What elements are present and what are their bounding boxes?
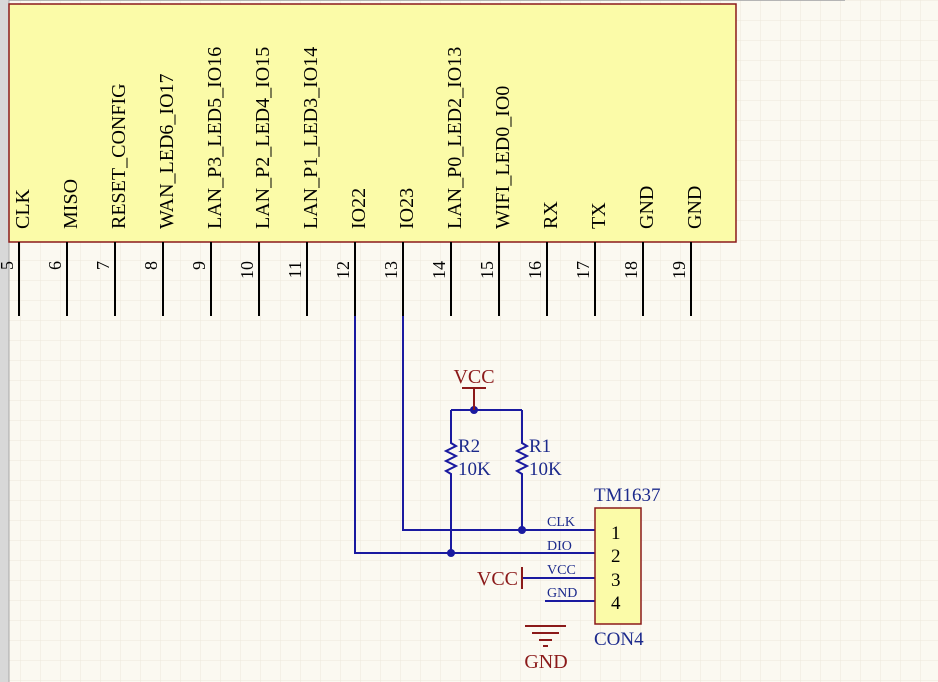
ic-pin-8-number: 8 xyxy=(141,261,161,270)
connector-pin-3-net: VCC xyxy=(547,563,576,578)
ic-pin-16-name: RX xyxy=(540,201,562,229)
wire-io22-dio[interactable] xyxy=(354,316,595,554)
ic-pin-17-number: 17 xyxy=(573,261,593,279)
ic-pin-14-number: 14 xyxy=(429,261,449,279)
gnd-label: GND xyxy=(524,651,567,673)
connector-pin-2-net: DIO xyxy=(547,539,572,554)
r1-designator: R1 xyxy=(529,436,551,457)
ic-pin-15-number: 15 xyxy=(477,261,497,279)
ic-pin-7-name: RESET_CONFIG xyxy=(108,83,130,229)
ic-pin-12-name: IO22 xyxy=(348,188,370,229)
ic-pin-13-name: IO23 xyxy=(396,188,418,229)
wires xyxy=(354,316,595,602)
resistor-r2[interactable]: R2 10K xyxy=(443,436,491,480)
ic-pin-9-number: 9 xyxy=(189,261,209,270)
ic-pins: CLK 5 MISO 6 RESET_CONFIG 7 WAN_LED6_IO17 8 LAN_… xyxy=(0,47,706,316)
ic-pin-19-name: GND xyxy=(684,186,706,229)
vcc-power-port-top[interactable]: VCC xyxy=(453,366,495,410)
junction-dio xyxy=(447,549,455,557)
ic-pin-10-number: 10 xyxy=(237,261,257,279)
connector-pin-4-number: 4 xyxy=(611,593,621,614)
ic-pin-11-number: 11 xyxy=(285,261,305,278)
junction-clk xyxy=(518,526,526,534)
ic-pin-17-name: TX xyxy=(588,202,610,229)
ic-pin-8-name: WAN_LED6_IO17 xyxy=(156,73,178,229)
ic-pin-10-name: LAN_P2_LED4_IO15 xyxy=(252,47,274,229)
vcc-left-label: VCC xyxy=(477,568,518,590)
ic-pin-12-number: 12 xyxy=(333,261,353,279)
connector-pin-2-number: 2 xyxy=(611,546,621,567)
ic-pin-7-number: 7 xyxy=(93,261,113,270)
ic-pin-13-number: 13 xyxy=(381,261,401,279)
ic-pin-18-number: 18 xyxy=(621,261,641,279)
ic-pin-18-name: GND xyxy=(636,186,658,229)
ic-pin-6-name: MISO xyxy=(60,179,82,229)
connector-pin-1-net: CLK xyxy=(547,515,575,530)
ic-pin-9-name: LAN_P3_LED5_IO16 xyxy=(204,47,226,229)
ic-pin-11-name: LAN_P1_LED3_IO14 xyxy=(300,47,322,229)
ic-pin-14-name: LAN_P0_LED2_IO13 xyxy=(444,47,466,229)
ic-pin-19-number: 19 xyxy=(669,261,689,279)
ic-body[interactable] xyxy=(8,3,737,243)
ic-pin-5-number: 5 xyxy=(0,261,17,270)
vcc-top-label: VCC xyxy=(453,366,494,388)
ic-pin-5-name: CLK xyxy=(12,188,34,229)
ic-pin-16-number: 16 xyxy=(525,261,545,279)
connector-tm1637[interactable]: TM1637 CON4 1 2 3 4 CLK DIO VCC GND xyxy=(547,485,661,650)
vcc-power-port-left[interactable]: VCC xyxy=(477,567,523,590)
connector-designator: TM1637 xyxy=(594,485,661,506)
ic-pin-15-name: WIFI_LED0_IO0 xyxy=(492,86,514,229)
connector-pin-1-number: 1 xyxy=(611,523,621,544)
connector-pin-4-net: GND xyxy=(547,586,577,601)
ic-pin-6-number: 6 xyxy=(45,261,65,270)
connector-body[interactable] xyxy=(594,507,642,625)
r2-value: 10K xyxy=(458,459,491,480)
connector-comment: CON4 xyxy=(594,629,644,650)
r1-value: 10K xyxy=(529,459,562,480)
r2-designator: R2 xyxy=(458,436,480,457)
left-window-edge xyxy=(0,0,9,682)
connector-pin-3-number: 3 xyxy=(611,570,621,591)
wire-io23-clk[interactable] xyxy=(402,316,595,531)
gnd-power-port[interactable]: GND xyxy=(524,625,568,673)
resistor-r1[interactable]: R1 10K xyxy=(514,436,562,480)
